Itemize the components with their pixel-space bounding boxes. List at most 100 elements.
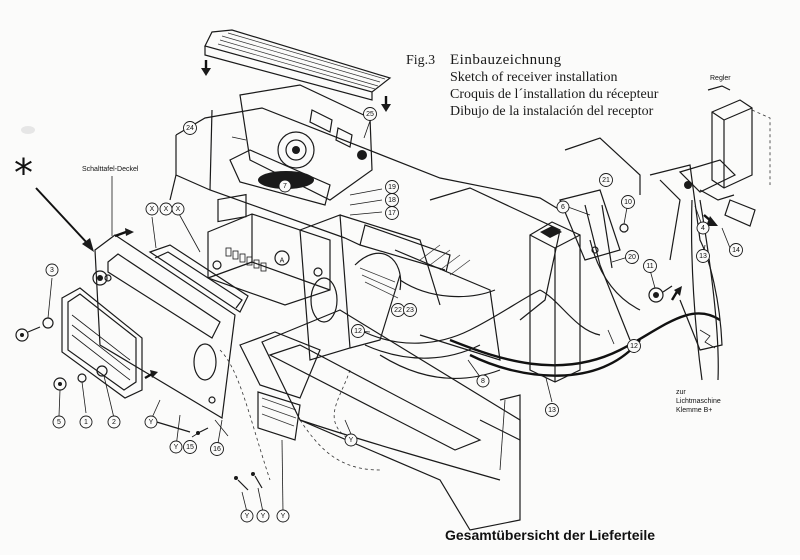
callout-c12b: 12: [627, 339, 641, 353]
callout-number: 23: [406, 307, 414, 314]
title-german: Einbauzeichnung: [450, 52, 562, 68]
label-lichtmaschine-3: Klemme B+: [676, 407, 712, 414]
callout-circle: [107, 415, 121, 429]
battery: [529, 221, 581, 383]
callout-circle: [476, 374, 490, 388]
callout-circle: [385, 180, 399, 194]
lower-body-edge: [149, 394, 521, 481]
callout-c2: 2: [107, 415, 121, 429]
callout-c24: 24: [183, 121, 197, 135]
callout-number: 22: [394, 307, 402, 314]
arrowhead-panel-2: [150, 370, 158, 378]
knobs: [15, 270, 108, 391]
callout-number: Y: [261, 513, 266, 520]
callout-number: 11: [646, 263, 653, 270]
suppressor: [648, 285, 673, 303]
asterisk-arrow: [35, 187, 89, 245]
callout-number: 17: [388, 210, 396, 217]
figure-number: Fig.3: [406, 53, 435, 68]
callout-number: 3: [50, 267, 54, 274]
callout-number: 5: [57, 419, 61, 426]
callout-circle: [145, 202, 159, 216]
caption-bottom: Gesamtübersicht der Lieferteile: [445, 527, 655, 543]
callout-number: Y: [281, 513, 286, 520]
callout-number: 6: [561, 204, 565, 211]
callout-circle: [351, 324, 365, 338]
label-regler: Regler: [710, 75, 731, 82]
callout-circle: [556, 200, 570, 214]
dashed-cable-1: [219, 349, 271, 481]
callout-number: 16: [213, 446, 221, 453]
dashed-cable-3: [333, 369, 351, 441]
arrow-panel-2: [144, 372, 153, 380]
label-lichtmaschine-2: Lichtmaschine: [676, 398, 721, 405]
callout-c6: 6: [556, 200, 570, 214]
callout-number: X: [164, 206, 169, 213]
callout-c22: 22: [391, 303, 405, 317]
arrowhead-down-right: [381, 104, 391, 112]
callout-circle: [169, 440, 183, 454]
callout-number: Y: [245, 513, 250, 520]
callout-number: 18: [388, 197, 396, 204]
radio-mark: A: [280, 258, 285, 265]
callout-c12a: 12: [351, 324, 365, 338]
callout-circle: [183, 440, 197, 454]
cable-harness: [359, 239, 721, 379]
arrowhead-down-left: [201, 68, 211, 76]
label-schalttafel: Schalttafel-Deckel: [82, 166, 139, 173]
callout-circle: [621, 195, 635, 209]
mounting-bracket: [239, 331, 321, 441]
callout-c7: 7: [278, 179, 292, 193]
speaker-assembly: [239, 84, 373, 201]
callout-c20: 20: [625, 250, 639, 264]
callout-circle: [344, 433, 358, 447]
callout-number: Y: [349, 437, 354, 444]
arrowhead-panel-1: [125, 228, 134, 236]
callout-cx3: X: [171, 202, 185, 216]
dashed-cable-2: [299, 419, 381, 471]
callout-c10: 10: [621, 195, 635, 209]
callout-number: 2: [112, 419, 116, 426]
callout-c19: 19: [385, 180, 399, 194]
callout-circle: [627, 339, 641, 353]
callout-c14: 14: [729, 243, 743, 257]
callout-c1: 1: [79, 415, 93, 429]
callout-number: 13: [699, 253, 707, 260]
callout-leaders: [47, 120, 731, 513]
callout-number: Y: [174, 444, 179, 451]
callout-number: 19: [388, 184, 396, 191]
speaker-grille: [204, 29, 392, 101]
callout-circle: [276, 509, 290, 523]
firewall-panel: [261, 187, 561, 531]
callout-number: Y: [149, 419, 154, 426]
callout-circle: [240, 509, 254, 523]
callout-number: 14: [732, 247, 740, 254]
callout-cx2: X: [159, 202, 173, 216]
paper-hole: [21, 126, 35, 134]
callout-number: 12: [630, 343, 638, 350]
callout-c16: 16: [210, 442, 224, 456]
callout-cy4: Y: [240, 509, 254, 523]
callout-c15: 15: [183, 440, 197, 454]
callout-circle: [625, 250, 639, 264]
callout-circle: [696, 249, 710, 263]
callout-number: 15: [186, 444, 194, 451]
asterisk-arrowhead: [82, 238, 94, 252]
callout-number: X: [150, 206, 155, 213]
callout-circle: [599, 173, 613, 187]
callout-circle: [545, 403, 559, 417]
callout-circle: [144, 415, 158, 429]
dashboard-body: [169, 107, 561, 361]
callout-circle: [403, 303, 417, 317]
callout-c13b: 13: [696, 249, 710, 263]
callout-number: 21: [602, 177, 610, 184]
callout-c11: 11: [643, 259, 657, 273]
inner-fender: [649, 164, 723, 351]
title-french: Croquis de l´installation du récepteur: [450, 87, 659, 102]
callout-number: 25: [366, 111, 374, 118]
asterisk-mark: *: [14, 151, 33, 195]
arrow-panel-1: [114, 230, 127, 238]
callout-cy5: Y: [256, 509, 270, 523]
